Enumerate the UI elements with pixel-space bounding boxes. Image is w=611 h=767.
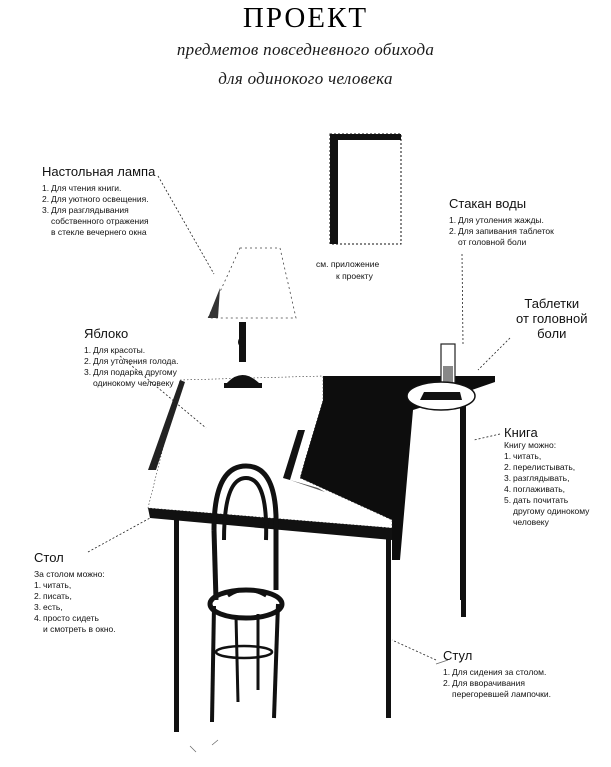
page-title: ПРОЕКТ: [242, 2, 369, 34]
table-list: 1.читать, 2.писать, 3.есть, 4.просто сид…: [34, 580, 116, 635]
list-item: 2.писать,: [34, 591, 72, 601]
glass-heading: Стакан воды: [449, 196, 527, 211]
apple-heading: Яблоко: [84, 326, 129, 341]
list-item-continued: другому одинокому: [513, 506, 590, 516]
apple-annotation: Яблоко 1.Для красоты. 2.Для утоления гол…: [84, 326, 178, 389]
subtitle-line-1: предметов повседневного обихода: [176, 40, 435, 59]
list-item: 4.поглаживать,: [504, 484, 566, 494]
book-intro: Книгу можно:: [504, 440, 557, 450]
list-item-continued: человеку: [513, 517, 549, 527]
lamp-heading: Настольная лампа: [42, 164, 156, 179]
pills-line-2: от головной: [516, 311, 588, 326]
list-item-continued: одинокому человеку: [93, 378, 174, 388]
list-item-continued: в стекле вечернего окна: [51, 227, 147, 237]
chair-list: 1.Для сидения за столом. 2.Для вворачива…: [443, 667, 551, 700]
annex-note-line-1: см. приложение: [316, 259, 380, 269]
desk-lamp: [207, 247, 297, 388]
table-shadow: [300, 376, 495, 600]
subtitle-line-2: для одинокого человека: [218, 69, 393, 88]
glass-list: 1.Для утоления жажды. 2.Для запивания та…: [449, 215, 554, 248]
list-item-continued: от головной боли: [458, 237, 527, 247]
pills-line-1: Таблетки: [524, 296, 580, 311]
list-item: 1.Для утоления жажды.: [449, 215, 544, 225]
book-annotation: Книга Книгу можно: 1.читать, 2.перелисты…: [504, 425, 589, 528]
list-item: 1.читать,: [34, 580, 72, 590]
window-frame: [329, 133, 402, 245]
list-item-continued: собственного отражения: [51, 216, 149, 226]
table-heading: Стол: [34, 550, 64, 565]
list-item: 1.читать,: [504, 451, 542, 461]
glass-annotation: Стакан воды 1.Для утоления жажды. 2.Для …: [449, 196, 554, 248]
book-heading: Книга: [504, 425, 538, 440]
table-legs: [174, 395, 466, 732]
annex-note: см. приложение к проекту: [316, 258, 379, 282]
list-item: 2.Для запивания таблеток: [449, 226, 554, 236]
list-item: 3.есть,: [34, 602, 63, 612]
table-intro: За столом можно:: [34, 569, 105, 579]
list-item-continued: перегоревшей лампочки.: [452, 689, 551, 699]
book: [283, 430, 325, 492]
list-item: 1.Для чтения книги.: [42, 183, 122, 193]
list-item: 2.Для утоления голода.: [84, 356, 179, 366]
chair-annotation: Стул 1.Для сидения за столом. 2.Для ввор…: [443, 648, 551, 700]
list-item: 3.разглядывать,: [504, 473, 570, 483]
chair-heading: Стул: [443, 648, 473, 663]
list-item: 4.просто сидеть: [34, 613, 99, 623]
floor-marks: [189, 659, 449, 753]
annex-note-line-2: к проекту: [336, 271, 373, 281]
list-item: 1.Для сидения за столом.: [443, 667, 547, 677]
leader-lines: [87, 175, 511, 661]
pills-annotation: Таблетки от головной боли: [516, 296, 587, 341]
lamp-list: 1.Для чтения книги. 2.Для уютного освеще…: [42, 183, 155, 238]
list-item-continued: и смотреть в окно.: [43, 624, 116, 634]
pills-line-3: боли: [537, 326, 567, 341]
lamp-annotation: Настольная лампа 1.Для чтения книги. 2.Д…: [42, 164, 155, 238]
pills-plate: [406, 381, 476, 411]
list-item: 5.дать почитать: [504, 495, 569, 505]
table-annotation: Стол За столом можно: 1.читать, 2.писать…: [34, 550, 116, 635]
apple-list: 1.Для красоты. 2.Для утоления голода. 3.…: [84, 345, 178, 389]
list-item: 1.Для красоты.: [84, 345, 146, 355]
list-item: 2.Для вворачивания: [443, 678, 525, 688]
water-glass: [440, 343, 456, 387]
chair: [207, 463, 285, 723]
list-item: 2.Для уютного освещения.: [42, 194, 149, 204]
list-item: 2.перелистывать,: [504, 462, 576, 472]
list-item: 3.Для разглядывания: [42, 205, 129, 215]
book-list: 1.читать, 2.перелистывать, 3.разглядыват…: [504, 451, 589, 528]
list-item: 3.Для подарка другому: [84, 367, 177, 377]
